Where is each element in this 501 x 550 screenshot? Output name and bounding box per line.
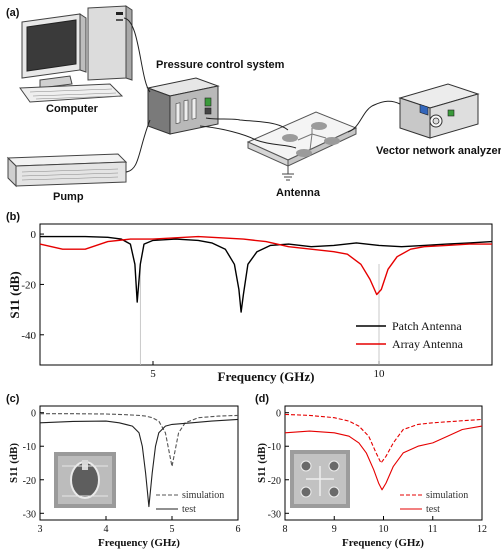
pressure-label: Pressure control system bbox=[156, 59, 285, 71]
cables bbox=[123, 17, 401, 173]
series-line-1 bbox=[39, 235, 492, 296]
panel-b-label: (b) bbox=[6, 211, 20, 223]
panel-d: (d) 8 9 10 11 12 0 -10 -20 -30 S11 (dB) Frequenc… bbox=[255, 393, 487, 549]
series-line-0 bbox=[284, 413, 483, 464]
chart-b-markers bbox=[139, 264, 380, 365]
xtick-label: 11 bbox=[428, 524, 438, 535]
legend-c-label-0: simulation bbox=[182, 490, 224, 501]
vna-icon bbox=[398, 83, 480, 139]
panel-c-label: (c) bbox=[6, 393, 20, 405]
chart-c-legend: simulation test bbox=[156, 490, 224, 515]
xtick-label: 9 bbox=[332, 524, 337, 535]
chart-c-ylabel: S11 (dB) bbox=[8, 443, 20, 483]
legend-d-label-1: test bbox=[426, 504, 440, 515]
series-line-1 bbox=[284, 425, 483, 491]
ytick-label: 0 bbox=[31, 229, 37, 241]
series-line-0 bbox=[40, 413, 239, 467]
panel-a: (a) Computer Pump bbox=[6, 5, 501, 203]
xtick-label: 4 bbox=[104, 524, 109, 535]
pump-icon bbox=[6, 153, 128, 188]
xtick-label: 10 bbox=[374, 368, 386, 380]
chart-d-ylabel: S11 (dB) bbox=[256, 443, 268, 483]
ytick-label: -10 bbox=[268, 442, 281, 453]
chart-d-ticks: 8 9 10 11 12 0 -10 -20 -30 bbox=[268, 409, 487, 535]
ytick-label: -40 bbox=[21, 330, 36, 342]
ytick-label: -30 bbox=[23, 509, 36, 520]
series-line-1 bbox=[39, 418, 239, 508]
ytick-label: -30 bbox=[268, 509, 281, 520]
computer-icon bbox=[19, 5, 133, 103]
xtick-label: 3 bbox=[38, 524, 43, 535]
panel-d-label: (d) bbox=[255, 393, 269, 405]
legend-b-label-1: Array Antenna bbox=[392, 337, 464, 351]
chart-d-series bbox=[284, 413, 483, 491]
xtick-label: 5 bbox=[150, 368, 156, 380]
array-antenna-photo bbox=[290, 450, 350, 508]
ytick-label: -20 bbox=[23, 476, 36, 487]
chart-d-legend: simulation test bbox=[400, 490, 468, 515]
antenna-label: Antenna bbox=[276, 187, 321, 199]
pressure-controller-icon bbox=[146, 77, 220, 135]
xtick-label: 6 bbox=[236, 524, 241, 535]
chart-b-series bbox=[39, 235, 493, 313]
ytick-label: 0 bbox=[31, 409, 36, 420]
series-line-0 bbox=[40, 235, 493, 313]
chart-d-xlabel: Frequency (GHz) bbox=[342, 537, 424, 549]
ytick-label: -20 bbox=[268, 476, 281, 487]
pump-label: Pump bbox=[53, 191, 84, 203]
chart-b-ylabel: S11 (dB) bbox=[7, 271, 22, 318]
chart-b-legend: Patch Antenna Array Antenna bbox=[356, 319, 464, 351]
ytick-label: -10 bbox=[23, 442, 36, 453]
vna-label: Vector network analyzer bbox=[376, 145, 501, 157]
xtick-label: 12 bbox=[477, 524, 487, 535]
ytick-label: 0 bbox=[276, 409, 281, 420]
legend-b-label-0: Patch Antenna bbox=[392, 319, 462, 333]
computer-label: Computer bbox=[46, 103, 99, 115]
patch-antenna-photo bbox=[54, 452, 116, 508]
panel-c: (c) 3 4 5 6 0 -10 -20 -30 S11 (dB) Frequency (G… bbox=[6, 393, 241, 549]
chart-c-ticks: 3 4 5 6 0 -10 -20 -30 bbox=[23, 409, 241, 535]
chart-c-xlabel: Frequency (GHz) bbox=[98, 537, 180, 549]
legend-c-label-1: test bbox=[182, 504, 196, 515]
antenna-icon bbox=[246, 111, 358, 181]
panel-a-label: (a) bbox=[6, 7, 20, 19]
chart-b-ticks: 5 10 0 -20 -40 bbox=[21, 229, 385, 380]
xtick-label: 8 bbox=[283, 524, 288, 535]
chart-b-xlabel: Frequency (GHz) bbox=[218, 369, 315, 384]
xtick-label: 5 bbox=[170, 524, 175, 535]
xtick-label: 10 bbox=[379, 524, 389, 535]
ytick-label: -20 bbox=[21, 279, 36, 291]
chart-c-series bbox=[39, 413, 239, 508]
legend-d-label-0: simulation bbox=[426, 490, 468, 501]
